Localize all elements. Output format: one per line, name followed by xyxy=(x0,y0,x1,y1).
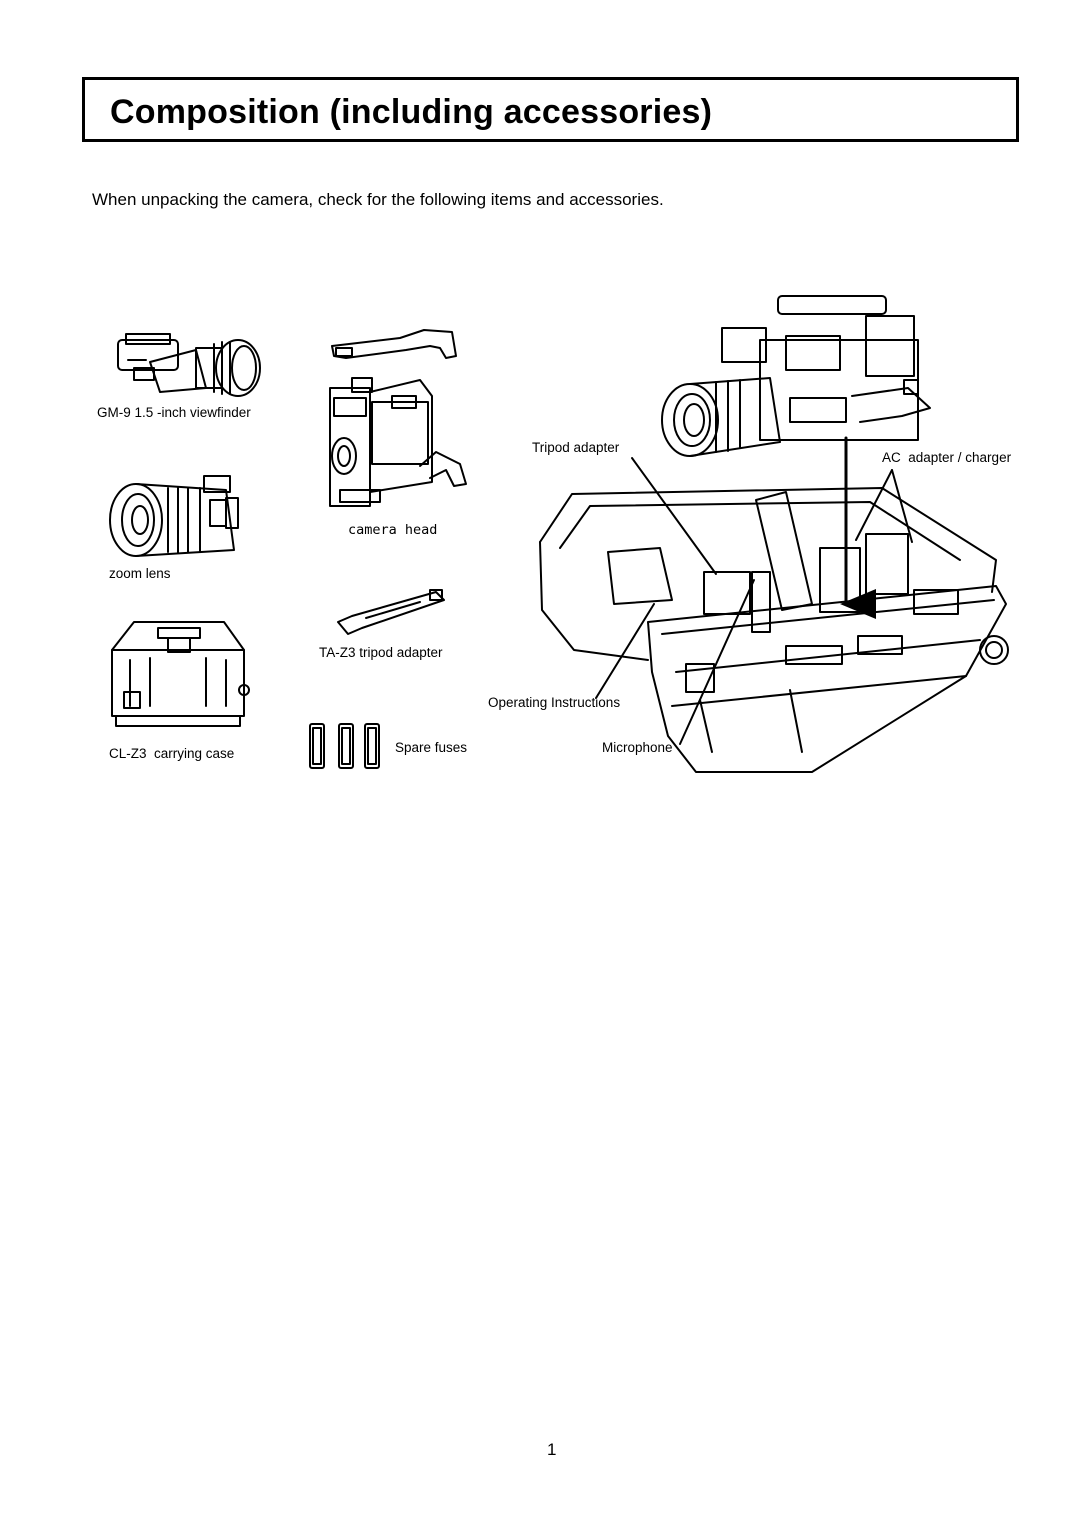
zoom-lens-drawing xyxy=(109,475,239,557)
ac-adapter-callout: AC adapter / charger xyxy=(882,450,1012,465)
microphone-callout: Microphone xyxy=(602,740,673,755)
page-number: 1 xyxy=(547,1440,557,1459)
open-case-drawing xyxy=(539,487,1009,773)
intro-text: When unpacking the camera, check for the… xyxy=(92,190,664,209)
tripod-plate-drawing xyxy=(337,589,445,635)
camera-handle-drawing xyxy=(331,329,457,359)
zoom-lens-label: zoom lens xyxy=(109,566,171,581)
carrying-case-drawing xyxy=(111,621,250,727)
operating-instructions-leader xyxy=(595,603,655,699)
ac-adapter-leader-right xyxy=(891,469,913,543)
spare-fuses-drawing xyxy=(309,723,380,769)
microphone-leader xyxy=(679,579,755,745)
tripod-plate-label: TA-Z3 tripod adapter xyxy=(319,645,443,660)
camera-head-drawing xyxy=(329,377,467,507)
viewfinder-drawing xyxy=(117,333,261,397)
camera-head-label: camera head xyxy=(348,522,438,538)
viewfinder-label: GM-9 1.5 -inch viewfinder xyxy=(97,405,251,420)
carrying-case-label: CL-Z3 carrying case xyxy=(109,746,235,761)
page-title: Composition (including accessories) xyxy=(110,93,713,131)
spare-fuses-label: Spare fuses xyxy=(395,740,468,755)
tripod-adapter-callout: Tripod adapter xyxy=(532,440,620,455)
tripod-adapter-leader xyxy=(631,457,717,575)
assembled-camera-drawing xyxy=(661,295,931,457)
ac-adapter-leader-left xyxy=(855,469,893,541)
operating-instructions-callout: Operating Instructions xyxy=(488,695,621,710)
title-box: Composition (including accessories) xyxy=(82,77,1019,142)
